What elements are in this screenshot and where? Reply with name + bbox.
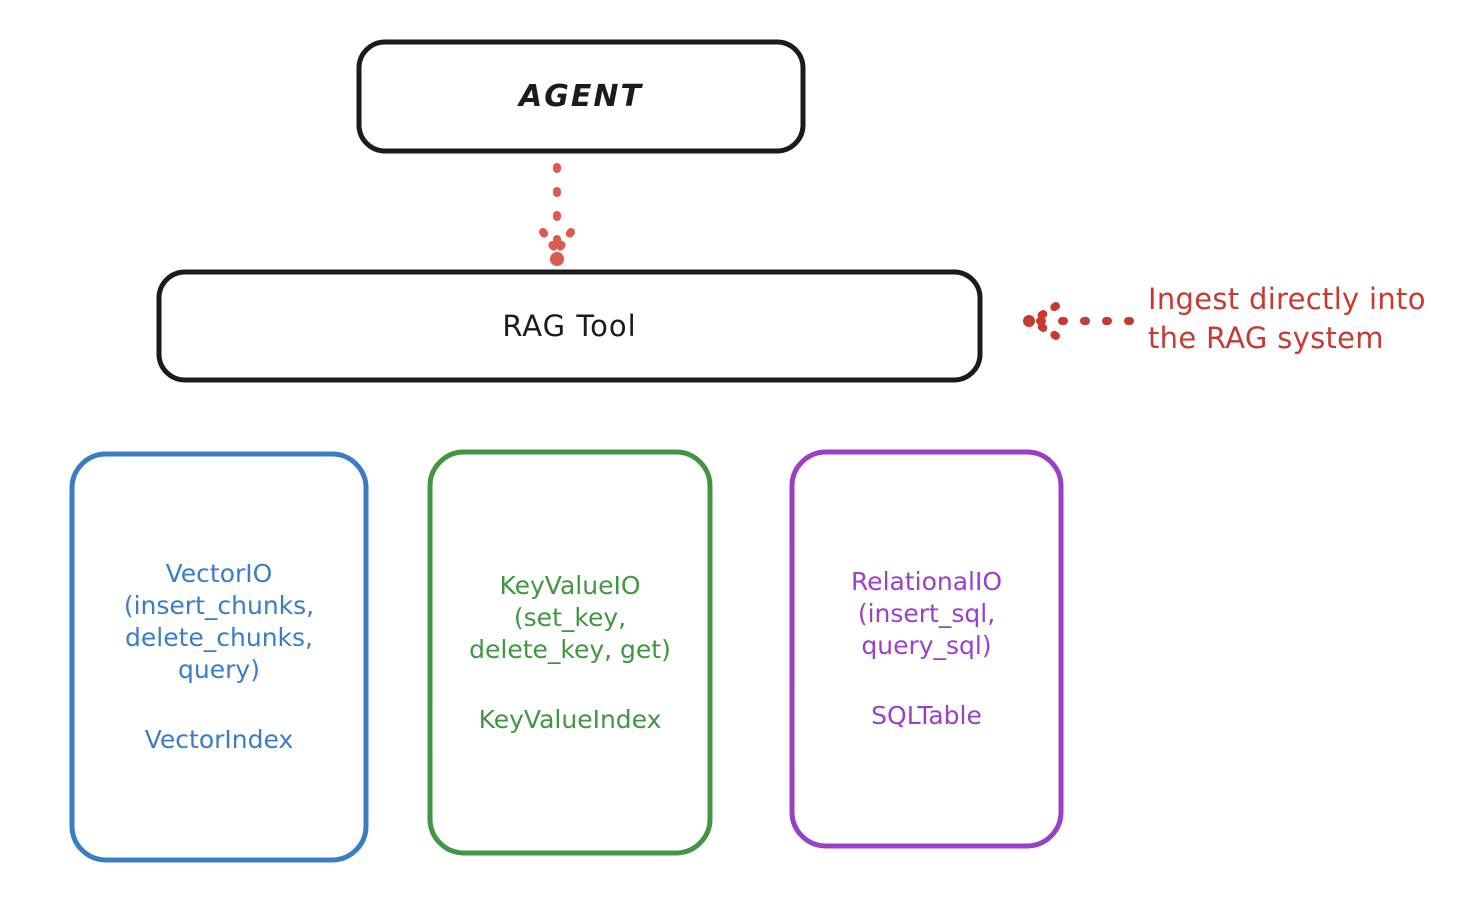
- rag-tool-label: RAG Tool: [502, 309, 637, 343]
- agent-node[interactable]: AGENT: [356, 39, 806, 154]
- relational-io-index-label: SQLTable: [871, 701, 982, 730]
- relational-io-api-label: RelationalIO (insert_sql, query_sql): [850, 567, 1003, 660]
- ingest-arrow: [1023, 302, 1134, 340]
- agent-label: AGENT: [519, 79, 643, 114]
- relational-io-node[interactable]: RelationalIO (insert_sql, query_sql) SQL…: [789, 449, 1064, 849]
- vector-io-index-label: VectorIndex: [144, 725, 294, 754]
- key-value-io-node[interactable]: KeyValueIO (set_key, delete_key, get) Ke…: [427, 449, 713, 856]
- agent-to-rag-arrow: [539, 163, 575, 266]
- rag-tool-node[interactable]: RAG Tool: [156, 269, 983, 383]
- key-value-io-api-label: KeyValueIO (set_key, delete_key, get): [469, 570, 671, 664]
- vector-io-node[interactable]: VectorIO (insert_chunks, delete_chunks, …: [69, 451, 369, 863]
- key-value-io-index-label: KeyValueIndex: [478, 704, 662, 734]
- ingest-annotation-text: Ingest directly into the RAG system: [1148, 282, 1426, 356]
- vector-io-api-label: VectorIO (insert_chunks, delete_chunks, …: [123, 559, 315, 684]
